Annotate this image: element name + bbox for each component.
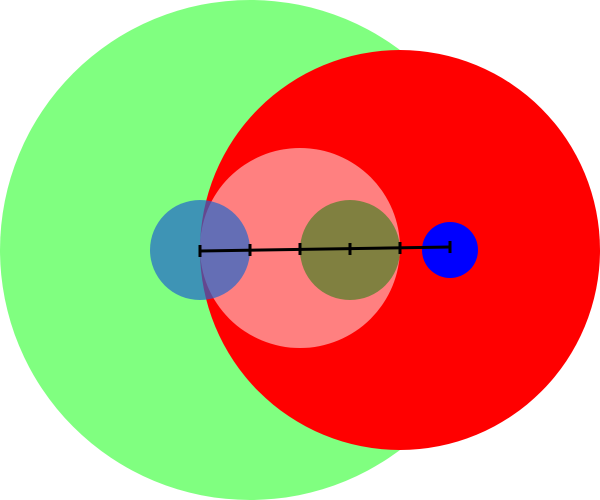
scale-bar-line <box>199 245 451 253</box>
scale-bar <box>198 241 452 257</box>
